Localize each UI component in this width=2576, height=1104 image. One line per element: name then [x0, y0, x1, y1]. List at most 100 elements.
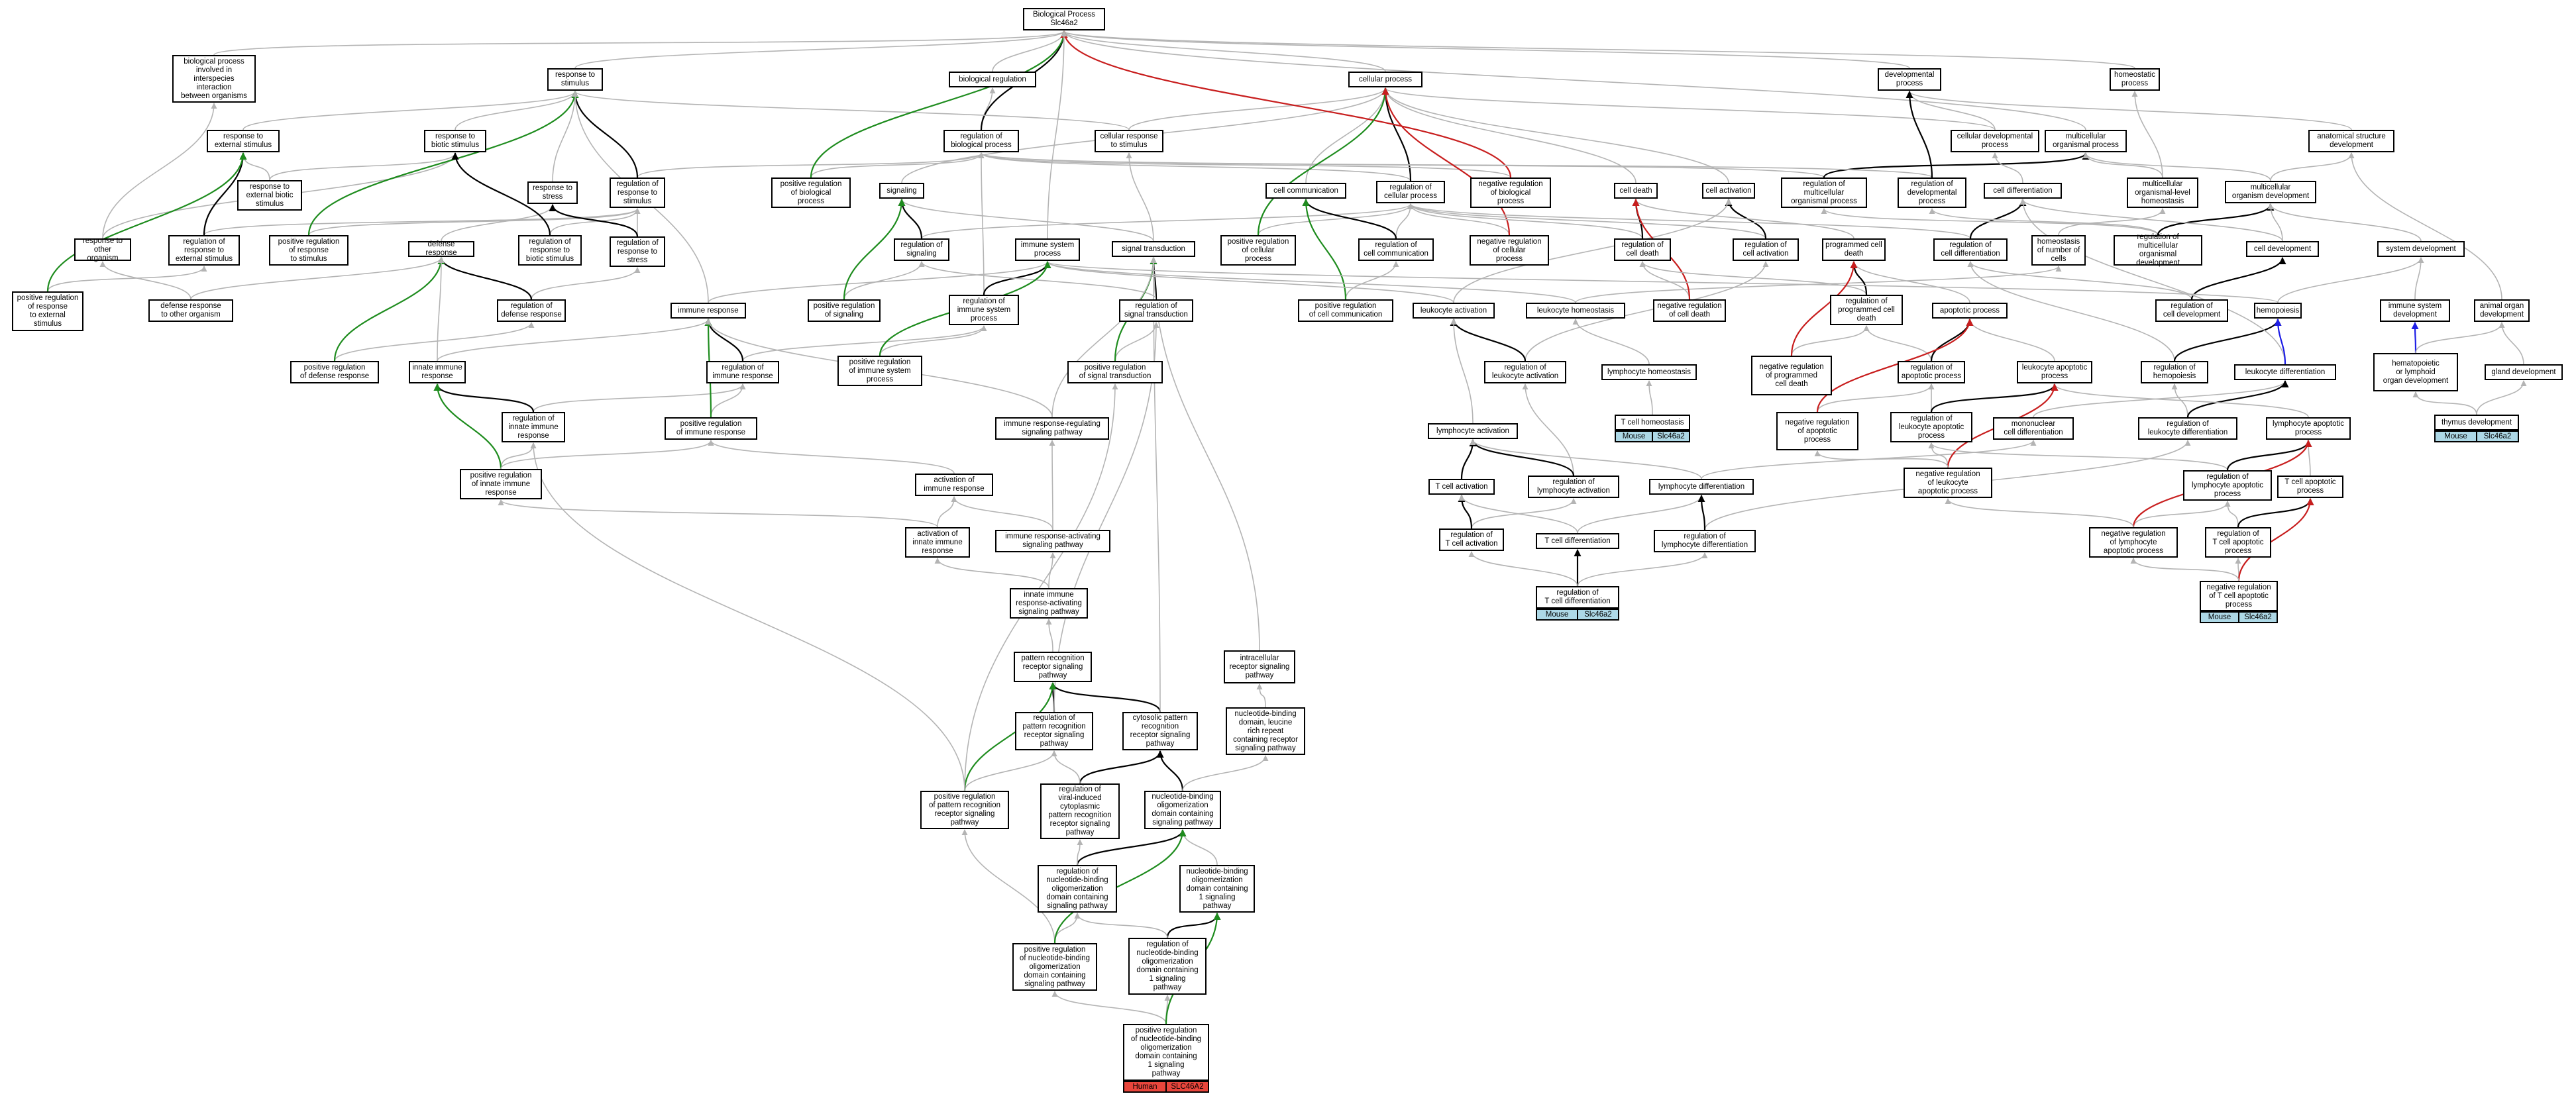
go-term-tca[interactable]: T cell activation	[1428, 479, 1495, 495]
go-term-nrcp[interactable]: negative regulation of cellular process	[1470, 235, 1549, 266]
go-term-nrlap[interactable]: negative regulation of leukocyte apoptot…	[1904, 468, 1992, 498]
go-term-rrtes[interactable]: regulation of response to external stimu…	[168, 235, 240, 266]
go-term-cellact[interactable]: cell activation	[1702, 183, 1755, 199]
go-term-rlymd[interactable]: regulation of lymphocyte differentiation	[1654, 530, 1756, 552]
go-term-tcd[interactable]: T cell differentiation	[1536, 533, 1619, 549]
go-term-rtca[interactable]: regulation of T cell activation	[1439, 528, 1504, 551]
go-term-cprrsp[interactable]: cytosolic pattern recognition receptor s…	[1122, 712, 1198, 750]
go-term-aisp[interactable]: activation of immune response	[915, 474, 993, 496]
go-term-prisp[interactable]: positive regulation of immune system pro…	[837, 356, 922, 386]
go-term-prnod1[interactable]: positive regulation of nucleotide-bindin…	[1123, 1024, 1209, 1081]
go-term-prdr[interactable]: positive regulation of defense response	[290, 361, 379, 383]
go-term-asd[interactable]: anatomical structure development	[2308, 130, 2394, 152]
go-term-rsig[interactable]: regulation of signaling	[894, 238, 949, 261]
go-term-cellproc[interactable]: cellular process	[1348, 72, 1422, 87]
go-term-rst[interactable]: regulation of signal transduction	[1119, 299, 1193, 322]
go-term-apop[interactable]: apoptotic process	[1932, 303, 2008, 319]
go-term-rla[interactable]: regulation of leukocyte activation	[1484, 361, 1566, 383]
go-term-nodsp[interactable]: nucleotide-binding oligomerization domai…	[1144, 791, 1221, 829]
go-term-thymdev[interactable]: thymus development	[2434, 415, 2519, 430]
go-term-rtcap[interactable]: regulation of T cell apoptotic process	[2205, 527, 2271, 558]
go-term-cdevp[interactable]: cellular developmental process	[1951, 130, 2039, 152]
go-term-irrsp[interactable]: immune response-regulating signaling pat…	[995, 417, 1109, 440]
go-term-isd[interactable]: immune system development	[2380, 299, 2450, 322]
go-term-immresp[interactable]: immune response	[671, 303, 746, 319]
go-term-rdp[interactable]: regulation of developmental process	[1898, 177, 1966, 208]
go-term-rcdev[interactable]: regulation of cell development	[2155, 299, 2228, 322]
go-term-tch[interactable]: T cell homeostasis	[1615, 415, 1690, 430]
go-term-lymact[interactable]: lymphocyte activation	[1428, 423, 1518, 439]
go-term-rrts2[interactable]: regulation of response to stress	[610, 236, 665, 267]
go-term-nrtcap[interactable]: negative regulation of T cell apoptotic …	[2200, 581, 2278, 611]
go-term-bioreg[interactable]: biological regulation	[949, 72, 1036, 87]
go-term-prcp[interactable]: positive regulation of cellular process	[1220, 235, 1296, 266]
go-term-rtbs[interactable]: response to biotic stimulus	[424, 130, 486, 152]
go-term-iir[interactable]: innate immune response	[409, 361, 466, 383]
go-term-rts2[interactable]: response to stress	[527, 181, 578, 204]
go-term-nrlymap[interactable]: negative regulation of lymphocyte apopto…	[2089, 527, 2178, 558]
go-term-bp[interactable]: Biological Process Slc46a2	[1023, 8, 1105, 30]
go-term-rtes[interactable]: response to external stimulus	[207, 130, 280, 152]
go-term-rts[interactable]: response to stimulus	[547, 68, 603, 91]
go-term-risp[interactable]: regulation of immune system process	[949, 295, 1019, 325]
go-term-nrbp[interactable]: negative regulation of biological proces…	[1470, 177, 1551, 208]
go-term-rvicp[interactable]: regulation of viral-induced cytoplasmic …	[1040, 783, 1120, 839]
go-term-rnodsp[interactable]: regulation of nucleotide-binding oligome…	[1038, 865, 1117, 913]
go-term-lap[interactable]: leukocyte apoptotic process	[2017, 361, 2092, 383]
go-term-leukact[interactable]: leukocyte activation	[1413, 303, 1495, 319]
go-term-pcd[interactable]: programmed cell death	[1822, 238, 1886, 261]
go-term-rhemo[interactable]: regulation of hemopoiesis	[2141, 361, 2208, 383]
go-term-lymap[interactable]: lymphocyte apoptotic process	[2266, 417, 2351, 440]
go-term-sigtrans[interactable]: signal transduction	[1112, 241, 1195, 257]
go-term-glanddev[interactable]: gland development	[2485, 364, 2563, 380]
go-term-devproc[interactable]: developmental process	[1878, 68, 1941, 91]
go-term-rcp[interactable]: regulation of cellular process	[1376, 181, 1445, 203]
go-term-hlod[interactable]: hematopoietic or lymphoid organ developm…	[2373, 353, 2458, 391]
go-term-celldiff[interactable]: cell differentiation	[1984, 183, 2062, 199]
go-term-mcd[interactable]: mononuclear cell differentiation	[1993, 417, 2074, 440]
go-term-nod1[interactable]: nucleotide-binding oligomerization domai…	[1179, 865, 1255, 913]
go-term-prbp[interactable]: positive regulation of biological proces…	[771, 177, 851, 208]
go-term-rpcd[interactable]: regulation of programmed cell death	[1830, 295, 1903, 325]
go-term-prrsp[interactable]: pattern recognition receptor signaling p…	[1014, 652, 1092, 682]
go-term-priir[interactable]: positive regulation of innate immune res…	[460, 469, 542, 499]
go-term-rmop[interactable]: regulation of multicellular organismal p…	[1781, 177, 1867, 208]
go-term-sysdev[interactable]: system development	[2377, 241, 2465, 257]
go-term-prst[interactable]: positive regulation of signal transducti…	[1067, 361, 1163, 383]
go-term-rtebs[interactable]: response to external biotic stimulus	[237, 180, 302, 211]
go-term-nrap[interactable]: negative regulation of apoptotic process	[1776, 412, 1858, 450]
go-term-lymhom[interactable]: lymphocyte homeostasis	[1601, 364, 1697, 380]
go-term-rrtbs[interactable]: regulation of response to biotic stimulu…	[518, 235, 582, 266]
go-term-prir[interactable]: positive regulation of immune response	[665, 417, 757, 440]
go-term-nlrsp[interactable]: nucleotide-binding domain, leucine rich …	[1226, 707, 1305, 755]
go-term-iiraspw[interactable]: innate immune response-activating signal…	[1010, 588, 1088, 619]
go-term-homproc[interactable]: homeostatic process	[2110, 68, 2160, 91]
go-term-rprrsp[interactable]: regulation of pattern recognition recept…	[1015, 712, 1093, 750]
go-term-rcdiff[interactable]: regulation of cell differentiation	[1933, 238, 2008, 261]
go-term-iraspw[interactable]: immune response-activating signaling pat…	[995, 530, 1110, 552]
go-term-hemo[interactable]: hemopoiesis	[2254, 303, 2302, 319]
go-term-rlap[interactable]: regulation of leukocyte apoptotic proces…	[1890, 412, 1972, 442]
go-term-aiir[interactable]: activation of innate immune response	[905, 527, 970, 558]
go-term-rtcd[interactable]: regulation of T cell differentiation	[1536, 586, 1619, 609]
go-term-prnodsp[interactable]: positive regulation of nucleotide-bindin…	[1012, 943, 1097, 991]
go-term-rld[interactable]: regulation of leukocyte differentiation	[2138, 417, 2237, 440]
go-term-rcc[interactable]: regulation of cell communication	[1358, 238, 1434, 261]
go-term-mop[interactable]: multicellular organismal process	[2045, 130, 2127, 152]
go-term-isp[interactable]: immune system process	[1015, 238, 1080, 261]
go-term-rlymap[interactable]: regulation of lymphocyte apoptotic proce…	[2183, 470, 2272, 501]
go-term-irsp[interactable]: intracellular receptor signaling pathway	[1224, 650, 1295, 683]
go-term-rcd[interactable]: regulation of cell death	[1614, 238, 1671, 261]
go-term-leukhom[interactable]: leukocyte homeostasis	[1526, 303, 1625, 319]
go-term-prrtes[interactable]: positive regulation of response to exter…	[12, 291, 83, 331]
go-term-leukdiff[interactable]: leukocyte differentiation	[2234, 364, 2336, 380]
go-term-defresp[interactable]: defense response	[408, 240, 474, 257]
go-term-celldeath[interactable]: cell death	[1614, 183, 1658, 199]
go-term-rnod1[interactable]: regulation of nucleotide-binding oligome…	[1128, 938, 1207, 995]
go-term-prcc[interactable]: positive regulation of cell communicatio…	[1298, 299, 1393, 322]
go-term-prprrsp[interactable]: positive regulation of pattern recogniti…	[920, 791, 1009, 829]
go-term-tcap[interactable]: T cell apoptotic process	[2277, 476, 2343, 498]
go-term-molh[interactable]: multicellular organismal-level homeostas…	[2127, 177, 2198, 208]
go-term-aod[interactable]: animal organ development	[2474, 299, 2530, 322]
go-term-cellcomm[interactable]: cell communication	[1265, 183, 1346, 199]
